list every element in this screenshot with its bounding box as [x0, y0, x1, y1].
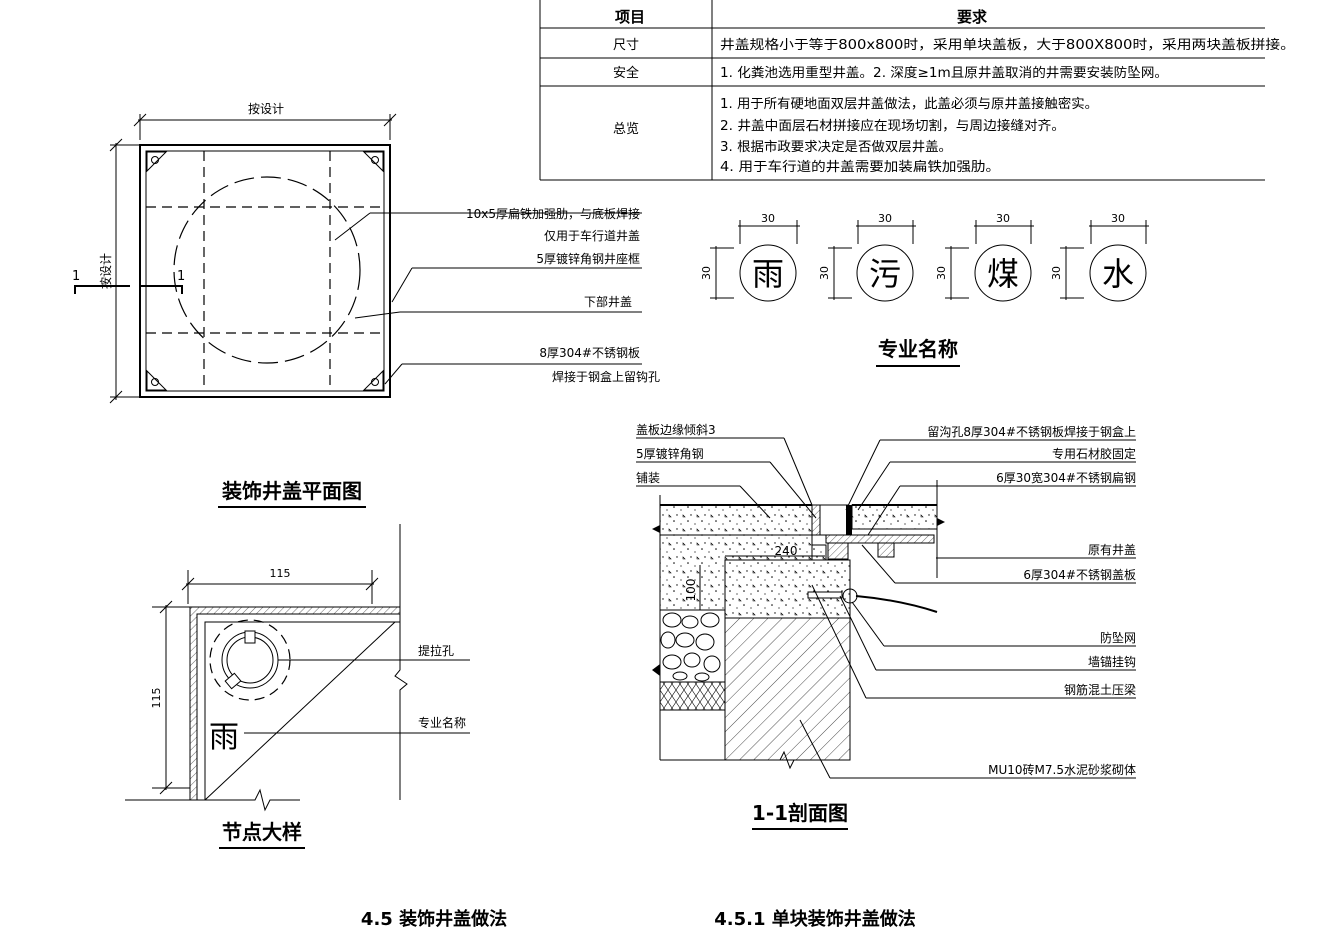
node-dim-top: 115	[270, 567, 291, 580]
section-callout-left: 5厚镀锌角钢	[636, 447, 704, 461]
symbol-dim: 30	[700, 266, 713, 280]
discipline-symbols: 30 30 雨 30 30 污 30	[700, 212, 1149, 367]
table-header-item: 项目	[615, 8, 645, 26]
symbols-title: 专业名称	[878, 337, 958, 361]
symbol-dim: 30	[761, 212, 775, 225]
table-row-item: 安全	[613, 65, 639, 81]
section-callout-right: 6厚304#不锈钢盖板	[1023, 568, 1136, 582]
table-header-requirement: 要求	[957, 8, 988, 26]
table-row-text: 2. 井盖中面层石材拼接应在现场切割，与周边接缝对齐。	[720, 118, 1065, 134]
footer-right-title: 4.5.1 单块装饰井盖做法	[714, 908, 916, 930]
node-char: 雨	[209, 720, 239, 755]
symbol-dim: 30	[996, 212, 1010, 225]
plan-title: 装饰井盖平面图	[221, 479, 362, 503]
plan-view: 按设计 按设计 1 1	[72, 102, 660, 508]
section-callout-right: 留沟孔8厚304#不锈钢板焊接于钢盒上	[927, 424, 1136, 439]
section-callout-right: MU10砖M7.5水泥砂浆砌体	[988, 762, 1136, 777]
node-detail: 115 115 雨 提拉孔 专业名称 节点大样	[125, 524, 470, 849]
symbol-rain: 30 30 雨	[700, 212, 800, 302]
table-row-item: 尺寸	[613, 38, 639, 53]
table-row-item: 总览	[613, 121, 639, 137]
section-callout-right: 原有井盖	[1088, 543, 1136, 557]
section-callout-right: 6厚30宽304#不锈钢扁钢	[996, 470, 1136, 485]
section-callout-left: 铺装	[636, 471, 660, 485]
node-dim-left: 115	[150, 688, 163, 709]
cobble-fill	[660, 612, 721, 682]
plan-callout: 5厚镀锌角钢井座框	[536, 251, 640, 266]
symbol-char: 雨	[752, 255, 784, 293]
table-row-text: 1. 用于所有硬地面双层井盖做法，此盖必须与原井盖接触密实。	[720, 96, 1098, 112]
section-dim-240: 240	[775, 544, 798, 558]
plan-section-mark-right: 1	[177, 269, 185, 284]
requirements-table: 项目 要求 尺寸 井盖规格小于等于800x800时，采用单块盖板，大于800X8…	[539, 0, 1295, 181]
symbol-gas: 30 30 煤	[935, 212, 1034, 302]
plan-callout: 下部井盖	[584, 294, 632, 309]
plan-callout: 10x5厚扁铁加强肋，与底板焊接	[466, 206, 640, 221]
plan-dim-top: 按设计	[248, 102, 284, 116]
symbol-water: 30 30 水	[1050, 212, 1149, 302]
plan-callout: 仅用于车行道井盖	[544, 228, 640, 243]
symbol-char: 水	[1102, 255, 1134, 293]
section-callout-left: 盖板边缘倾斜3	[636, 423, 716, 437]
plan-section-mark-left: 1	[72, 269, 80, 284]
symbol-dim: 30	[1111, 212, 1125, 225]
symbol-dim: 30	[818, 266, 831, 280]
node-title: 节点大样	[222, 820, 302, 844]
table-row-text: 井盖规格小于等于800x800时，采用单块盖板，大于800X800时，采用两块盖…	[720, 37, 1295, 53]
table-row-text: 1. 化粪池选用重型井盖。2. 深度≥1m且原井盖取消的井需要安装防坠网。	[720, 65, 1168, 81]
section-title: 1-1剖面图	[752, 801, 848, 825]
symbol-dim: 30	[1050, 266, 1063, 280]
footer-left-title: 4.5 装饰井盖做法	[361, 908, 507, 930]
symbol-dim: 30	[878, 212, 892, 225]
node-callout: 提拉孔	[418, 643, 454, 658]
section-view: 240 100 盖板边缘倾斜3 5厚镀锌角钢 铺装	[636, 423, 1136, 830]
section-callout-right: 钢筋混土压梁	[1064, 682, 1136, 697]
section-callout-right: 防坠网	[1100, 630, 1136, 645]
symbol-dim: 30	[935, 266, 948, 280]
symbol-sewage: 30 30 污	[818, 212, 916, 302]
plan-callout: 焊接于钢盒上留钩孔	[552, 369, 660, 384]
symbol-char: 污	[869, 255, 901, 293]
section-callout-right: 墙锚挂钩	[1088, 654, 1136, 669]
symbol-char: 煤	[987, 255, 1019, 293]
section-callout-right: 专用石材胶固定	[1052, 446, 1136, 461]
table-row-text: 3. 根据市政要求决定是否做双层井盖。	[720, 139, 952, 155]
section-dim-100: 100	[684, 579, 698, 602]
plan-callout: 8厚304#不锈钢板	[539, 346, 640, 360]
table-row-text: 4. 用于车行道的井盖需要加装扁铁加强肋。	[720, 159, 1000, 175]
node-callout: 专业名称	[418, 715, 466, 730]
plan-dim-left: 按设计	[99, 253, 113, 289]
